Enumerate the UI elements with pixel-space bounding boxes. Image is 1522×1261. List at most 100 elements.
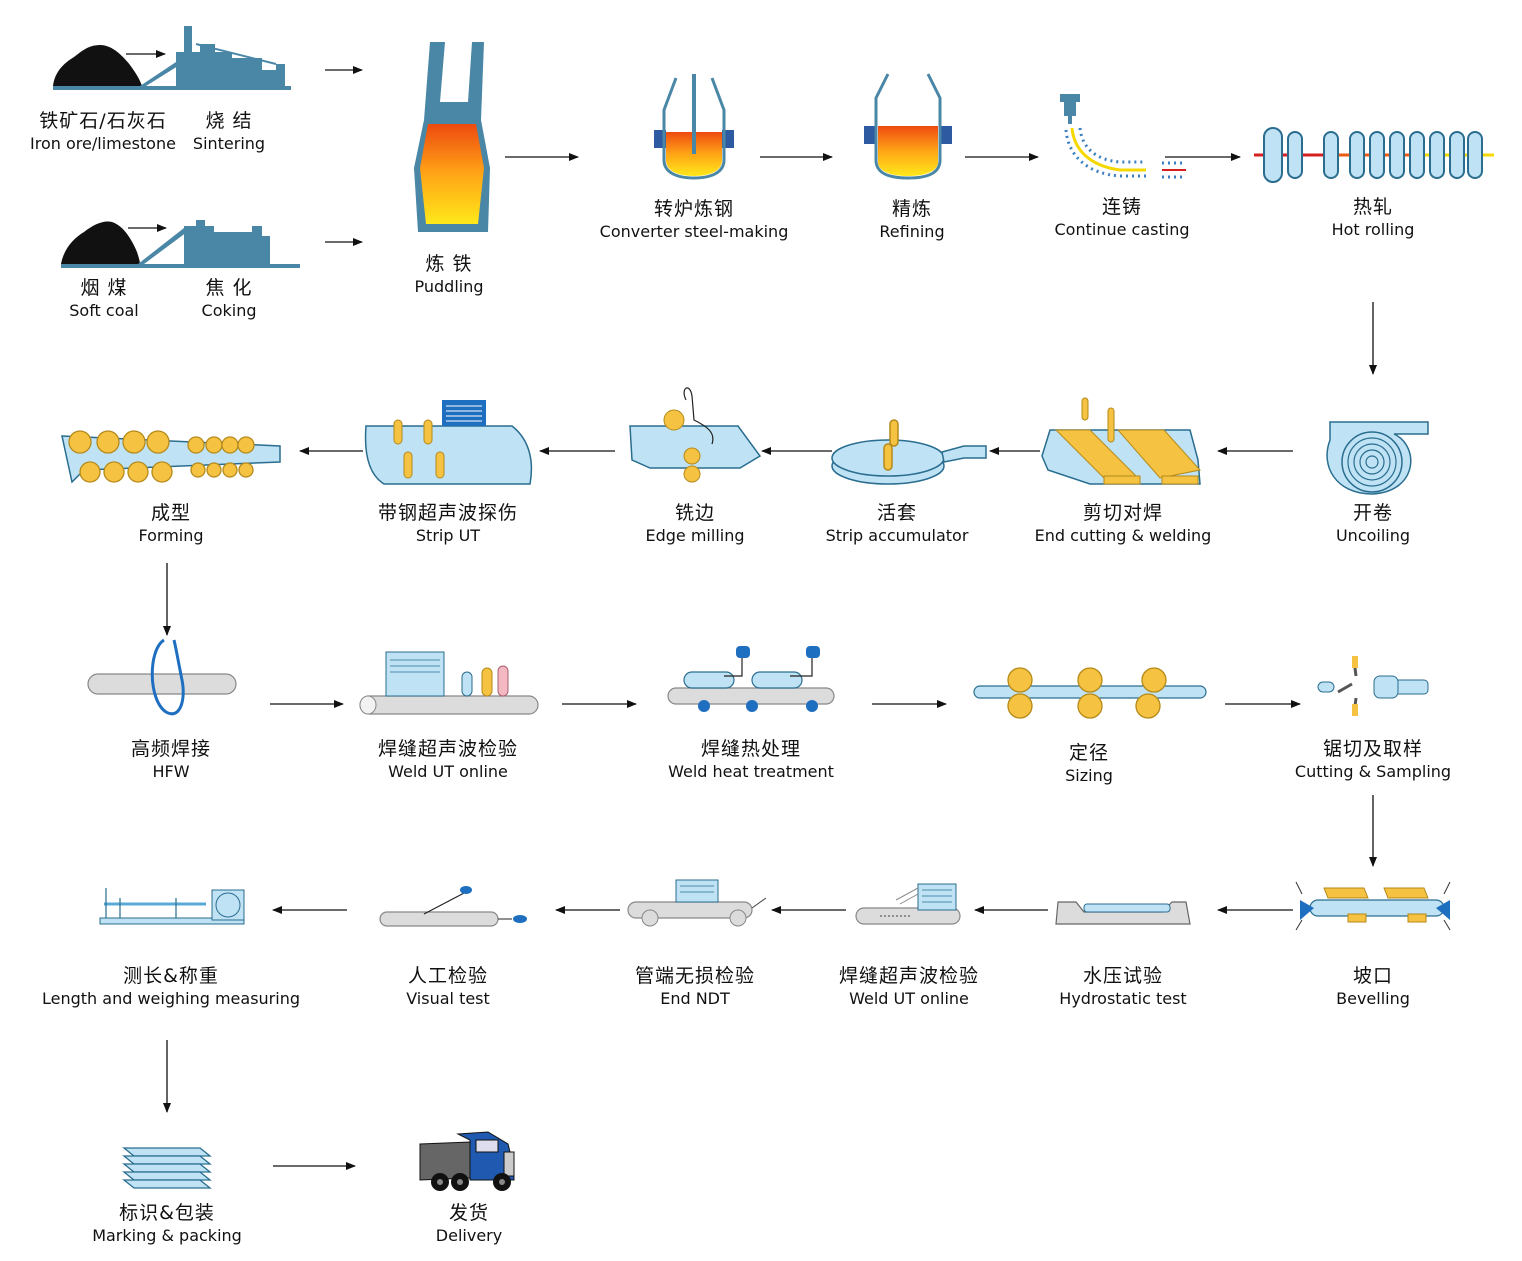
rolling-mill-icon	[1254, 127, 1494, 183]
label-en: Visual test	[406, 988, 490, 1008]
bundle-icon	[122, 1147, 212, 1189]
strip-ut-icon	[364, 400, 533, 485]
label-en: Hydrostatic test	[1059, 988, 1187, 1008]
label-en: Hot rolling	[1331, 219, 1415, 239]
ladle-icon	[864, 73, 952, 180]
label-zh: 测长&称重	[123, 965, 219, 987]
label-zh: 水压试验	[1082, 965, 1164, 987]
label-en: Length and weighing measuring	[42, 988, 300, 1008]
label-zh: 锯切及取样	[1322, 738, 1424, 760]
label-en: Soft coal	[69, 300, 139, 320]
converter-icon	[654, 74, 734, 180]
label-en: Weld UT online	[388, 761, 508, 781]
label-zh: 铁矿石/石灰石	[39, 110, 167, 132]
label-zh: 转炉炼钢	[653, 198, 734, 220]
label-zh: 坡口	[1352, 965, 1394, 987]
label-en: Strip UT	[415, 525, 481, 545]
label-en: Edge milling	[645, 525, 745, 545]
bevelling-icon	[1295, 881, 1451, 931]
shear-welder-icon	[1041, 397, 1201, 485]
label-en: Sizing	[1065, 765, 1113, 785]
label-en: HFW	[152, 761, 190, 781]
label-zh: 成型	[150, 502, 192, 524]
visual-test-icon	[379, 886, 527, 927]
label-en: End cutting & welding	[1034, 525, 1212, 545]
sinter-plant-icon	[53, 26, 291, 90]
label-zh: 烧 结	[205, 110, 253, 132]
label-en: Forming	[138, 525, 204, 545]
hfw-coil-icon	[87, 638, 237, 716]
label-en: Sintering	[192, 133, 266, 153]
label-zh: 铣边	[674, 502, 716, 524]
label-zh: 精炼	[891, 198, 933, 220]
label-en: Puddling	[414, 276, 484, 296]
label-zh: 连铸	[1101, 196, 1143, 218]
label-en: Continue casting	[1054, 219, 1190, 239]
weld-ut-icon-2	[855, 883, 961, 925]
label-en: End NDT	[660, 988, 730, 1008]
flow-arrows	[163, 66, 1377, 1170]
coil-icon	[1326, 421, 1429, 495]
label-en: Coking	[201, 300, 257, 320]
coke-plant-icon	[61, 220, 300, 268]
label-en: Cutting & Sampling	[1294, 761, 1452, 781]
label-en: Weld UT online	[849, 988, 969, 1008]
label-en: Refining	[879, 221, 945, 241]
caster-icon	[1060, 94, 1186, 179]
label-zh: 人工检验	[407, 965, 489, 987]
label-zh: 管端无损检验	[634, 965, 756, 987]
truck-icon	[419, 1131, 515, 1191]
label-en: Strip accumulator	[825, 525, 969, 545]
label-en: Iron ore/limestone	[30, 133, 176, 153]
label-en: Weld heat treatment	[668, 761, 834, 781]
weld-ut-icon	[359, 651, 539, 715]
label-en: Delivery	[435, 1225, 503, 1245]
label-zh: 焊缝热处理	[700, 738, 802, 760]
label-en: Uncoiling	[1335, 525, 1411, 545]
hydrotest-icon	[1055, 901, 1191, 925]
saw-icon	[1317, 656, 1429, 716]
label-zh: 焦 化	[205, 277, 253, 299]
label-zh: 活套	[876, 502, 918, 524]
end-ndt-icon	[627, 879, 767, 927]
edge-mill-icon	[629, 387, 762, 483]
label-en: Marking & packing	[92, 1225, 242, 1245]
label-zh: 焊缝超声波检验	[377, 738, 519, 760]
label-en: Bevelling	[1336, 988, 1410, 1008]
forming-rolls-icon	[61, 430, 281, 484]
label-zh: 炼 铁	[425, 253, 473, 275]
label-en: Converter steel-making	[599, 221, 789, 241]
accumulator-icon	[831, 419, 987, 485]
sizing-rolls-icon	[973, 667, 1207, 719]
heat-treatment-icon	[667, 646, 835, 712]
label-zh: 高频焊接	[130, 738, 212, 760]
label-zh: 发货	[448, 1202, 490, 1224]
label-zh: 标识&包装	[119, 1202, 215, 1224]
length-measure-icon	[99, 888, 245, 925]
label-zh: 剪切对焊	[1082, 502, 1164, 524]
label-zh: 焊缝超声波检验	[838, 965, 980, 987]
